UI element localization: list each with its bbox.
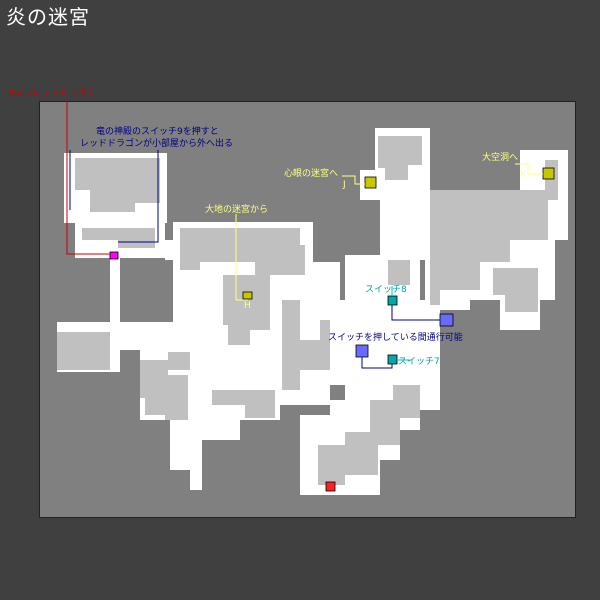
switch7-label: スイッチ7	[398, 356, 440, 367]
floor-central-ring	[120, 222, 345, 490]
leader-shingan	[342, 175, 365, 185]
to-daichi-label: 大地の迷宮から	[205, 203, 268, 215]
wall-lower-left	[140, 360, 188, 420]
leader-taikudo	[515, 163, 543, 175]
wall-central-right	[282, 300, 330, 390]
wall-room-topleft	[75, 158, 160, 212]
wall-small-mid	[388, 260, 410, 285]
wall-lower-center	[212, 390, 275, 418]
boss-room-marker	[109, 251, 119, 260]
exit-marker	[325, 481, 336, 492]
switch8-marker	[387, 295, 398, 306]
wall-boss-room	[82, 228, 155, 248]
boss-leader-line	[66, 100, 110, 255]
gate-marker-upper	[439, 313, 454, 327]
markers	[109, 167, 555, 492]
wall-right-room	[493, 268, 538, 312]
dragon-note-line-2	[118, 150, 159, 243]
gate-note-label: スイッチを押している間通行可能	[328, 331, 463, 343]
page-title: 炎の迷宮	[6, 5, 90, 29]
floor-boss-area	[75, 220, 165, 340]
dragon-note-line-1-text: 竜の神殿のスイッチ9を押すと	[96, 125, 219, 137]
gate-link-lower	[361, 357, 393, 369]
wall-room-left	[57, 332, 110, 370]
wall-lower-right	[318, 385, 420, 485]
switch8-label: スイッチ8	[365, 284, 407, 295]
to-taikudo-label: 大空洞へ	[482, 151, 518, 163]
marker-h-label: H	[244, 301, 251, 311]
gate-link-upper	[391, 305, 440, 321]
wall-lower-left-2	[168, 352, 190, 370]
dragon-note-line-2-text: レッドドラゴンが小部屋から外へ出る	[80, 137, 233, 149]
leader-lines	[66, 100, 543, 369]
wall-room-j	[378, 136, 422, 180]
wall-blocks	[57, 136, 558, 485]
gate-marker-lower	[355, 344, 369, 358]
marker-j-label: J	[342, 180, 346, 190]
wall-central-top	[180, 228, 305, 275]
to-shingan-label: 心眼の迷宮へ	[284, 167, 338, 179]
marker-k-label: K	[520, 170, 527, 180]
boss-label: Boss:レッドドラゴン	[8, 87, 95, 99]
wall-right-upper	[430, 160, 558, 305]
stair-h-marker	[242, 291, 253, 300]
wall-central-h	[223, 275, 270, 345]
stair-j-marker	[364, 176, 377, 189]
switch7-marker	[387, 354, 398, 365]
stair-k-marker	[542, 167, 555, 180]
